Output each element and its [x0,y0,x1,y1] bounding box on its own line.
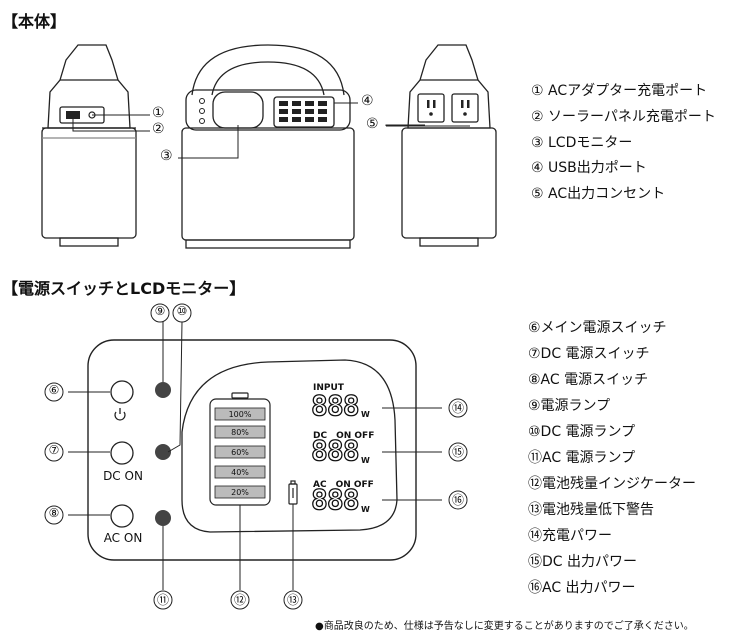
low-battery-warning-icon [288,480,298,505]
callout-13: ⑬ [286,593,299,607]
front-indicator-leds [199,98,205,124]
ac-power-lamp [155,510,171,526]
panel-legend-8: ⑧AC 電源スイッチ [528,372,649,388]
lcd-dc-label: DC ON OFF [313,431,375,441]
lcd-outline [181,359,398,533]
device-views-diagram [41,44,497,249]
footnote: ●商品改良のため、仕様は予告なしに変更することがありますのでご了承ください。 [315,621,694,632]
body-legend-3: ③ LCDモニター [531,135,633,151]
battery-level-20: 20% [231,488,249,497]
battery-bars [214,407,266,499]
callout-3: ③ [160,148,173,164]
panel-section-title: 【電源スイッチとLCDモニター】 [2,279,246,298]
callout-7: ⑦ [48,443,60,457]
power-lamp [155,382,171,398]
callout-15: ⑮ [451,445,464,459]
battery-level-60: 60% [231,448,249,457]
callout-8: ⑧ [48,506,60,520]
callout-11: ⑪ [156,593,169,607]
device-front-view [181,44,355,249]
control-panel-diagram [44,303,468,610]
callout-2: ② [152,121,165,137]
panel-legend-10: ⑩DC 電源ランプ [528,424,636,440]
lcd-input-unit: W [361,410,370,419]
ac-power-button [110,504,134,528]
battery-level-100: 100% [228,410,252,419]
dc-power-button [110,441,134,465]
panel-legend-14: ⑭充電パワー [528,528,612,544]
callout-4: ④ [361,93,374,109]
dc-on-label: DC ON [103,469,143,483]
body-legend-4: ④ USB出力ポート [531,160,647,176]
dc-power-lamp [155,444,171,460]
power-symbol-icon [114,408,126,421]
lcd-ac-label: AC ON OFF [313,480,374,490]
lcd-input-digits: 888 [310,389,360,422]
battery-level-40: 40% [231,468,249,477]
lcd-dc-digits: 888 [310,434,360,467]
dc-port-icon [66,111,80,119]
lcd-ac-digits: 888 [310,483,360,516]
callout-5: ⑤ [366,116,379,132]
callout-12: ⑫ [233,593,246,607]
usb-port-grid [279,101,327,122]
callout-10: ⑩ [176,304,188,318]
lcd-input-label: INPUT [313,383,344,393]
panel-legend-7: ⑦DC 電源スイッチ [528,346,650,362]
lcd-ac-unit: W [361,505,370,514]
body-legend-5: ⑤ AC出力コンセント [531,186,666,202]
body-legend-1: ① ACアダプター充電ポート [531,83,708,99]
main-power-button [110,380,134,404]
ac-on-label: AC ON [103,531,143,545]
battery-level-80: 80% [231,428,249,437]
callout-9: ⑨ [154,304,166,318]
body-leader-lines [72,102,470,159]
callout-16: ⑯ [451,493,464,507]
panel-legend-13: ⑬電池残量低下警告 [528,502,654,518]
body-section-title: 【本体】 [2,12,67,31]
device-side-view-left [41,44,137,247]
panel-legend-15: ⑮DC 出力パワー [528,554,638,570]
panel-leader-lines [68,320,442,590]
panel-legend-16: ⑯AC 出力パワー [528,580,636,596]
panel-legend-9: ⑨電源ランプ [528,398,611,414]
panel-legend-6: ⑥メイン電源スイッチ [528,320,667,336]
body-legend-2: ② ソーラーパネル充電ポート [531,109,716,125]
panel-legend-12: ⑫電池残量インジケーター [528,476,696,492]
panel-legend-11: ⑪AC 電源ランプ [528,450,636,466]
lcd-dc-unit: W [361,456,370,465]
callout-6: ⑥ [48,383,60,397]
callout-14: ⑭ [451,401,464,415]
panel-callout-circles [44,303,468,610]
callout-1: ① [152,105,165,121]
ac-outlet-icons [427,100,470,116]
device-side-view-right [401,44,497,247]
panel-outline [87,339,417,561]
